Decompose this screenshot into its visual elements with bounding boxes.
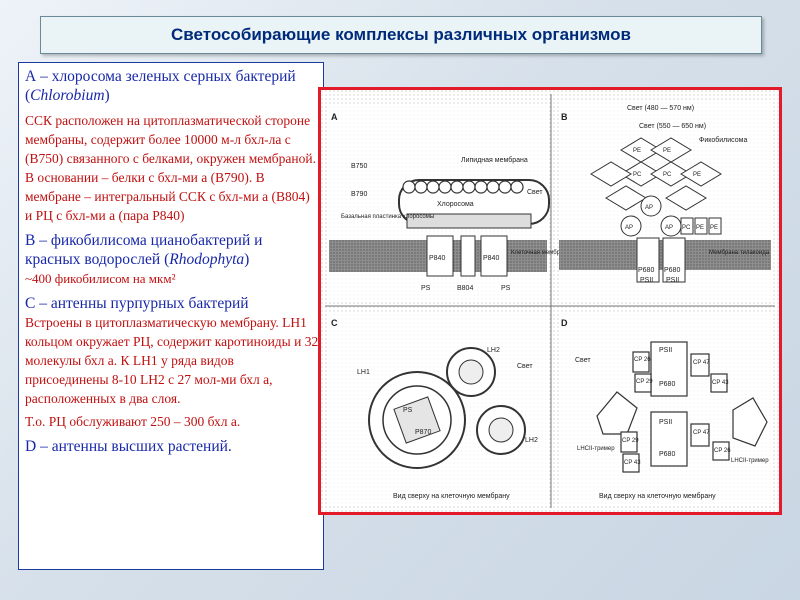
svg-text:PE: PE <box>710 225 718 231</box>
section-b-note: ~400 фикобилисом на мкм² <box>25 271 176 286</box>
svg-text:PS: PS <box>403 407 413 414</box>
svg-text:Свет: Свет <box>575 357 591 364</box>
section-d-heading: D – антенны высших растений. <box>25 438 232 455</box>
section-c-tail: Т.о. РЦ обслуживают 250 – 300 бхл а. <box>25 414 241 429</box>
slide-title: Светособирающие комплексы различных орга… <box>170 25 631 44</box>
label-light-480: Свет (480 — 570 нм) <box>627 105 694 112</box>
label-p840-right: P840 <box>483 255 499 262</box>
label-chlorosome: Хлоросома <box>437 201 474 208</box>
svg-text:PE: PE <box>663 148 671 154</box>
panel-a: A B750 Липидная мембрана Свет B790 Хлоро… <box>329 106 571 302</box>
svg-text:LHCII-тример: LHCII-тример <box>731 458 769 464</box>
svg-text:CP 43: CP 43 <box>624 460 641 466</box>
svg-text:PSII: PSII <box>666 277 679 284</box>
svg-text:PE: PE <box>693 172 701 178</box>
label-lipid-membrane: Липидная мембрана <box>461 156 528 164</box>
section-b: В – фикобилисома цианобактерий и красных… <box>25 231 319 288</box>
svg-text:CP 47: CP 47 <box>693 360 710 366</box>
svg-text:PC: PC <box>633 172 642 178</box>
label-ps-right: PS <box>501 285 511 292</box>
label-baseplate: Базальная пластинка хлоросомы <box>341 214 434 220</box>
label-cell-membrane: Клеточная мембрана <box>511 250 571 256</box>
slide-title-box: Светособирающие комплексы различных орга… <box>40 16 762 54</box>
light-harvesting-figure: A B750 Липидная мембрана Свет B790 Хлоро… <box>321 90 779 512</box>
svg-text:CP 26: CP 26 <box>634 357 651 363</box>
svg-text:AP: AP <box>645 205 653 211</box>
section-a-body: ССК расположен на цитоплазматической сто… <box>25 113 316 223</box>
svg-text:PC: PC <box>663 172 672 178</box>
svg-text:CP 47: CP 47 <box>693 430 710 436</box>
svg-text:AP: AP <box>665 225 673 231</box>
svg-text:PC: PC <box>682 225 691 231</box>
section-c: С – антенны пурпурных бактерий Встроены … <box>25 294 319 431</box>
section-b-heading: В – фикобилисома цианобактерий и красных… <box>25 232 263 268</box>
panel-c-letter: C <box>331 318 338 328</box>
svg-text:PE: PE <box>696 225 704 231</box>
label-b750: B750 <box>351 163 367 170</box>
svg-text:Вид сверху на клеточную мембра: Вид сверху на клеточную мембрану <box>393 492 510 500</box>
svg-text:LHCII-тример: LHCII-тример <box>577 446 615 452</box>
panel-b: B Свет (480 — 570 нм) Свет (550 — 650 нм… <box>559 100 771 300</box>
svg-text:P680: P680 <box>638 267 654 274</box>
text-panel: А – хлоросома зеленых серных бактерий (C… <box>18 62 324 570</box>
panel-d: D PSII Свет CP 26 CP 29 CP 47 CP 43 P680… <box>559 314 771 504</box>
svg-text:PSII: PSII <box>659 419 672 426</box>
svg-text:AP: AP <box>625 225 633 231</box>
svg-text:PSII: PSII <box>640 277 653 284</box>
label-b804: B804 <box>457 285 473 292</box>
svg-text:P870: P870 <box>415 429 431 436</box>
svg-text:CP 29: CP 29 <box>636 379 653 385</box>
section-c-body: Встроены в цитоплазматическую мембрану. … <box>25 315 319 406</box>
svg-text:PSII: PSII <box>659 347 672 354</box>
label-thylakoid-membrane: Мембрана тилакоида <box>709 250 770 256</box>
label-b790: B790 <box>351 191 367 198</box>
svg-text:Свет: Свет <box>517 363 533 370</box>
label-light: Свет <box>527 189 543 196</box>
svg-text:LH2: LH2 <box>525 437 538 444</box>
panel-d-letter: D <box>561 318 568 328</box>
svg-text:Вид сверху на клеточную мембра: Вид сверху на клеточную мембрану <box>599 492 716 500</box>
label-ps-left: PS <box>421 285 431 292</box>
svg-text:CP 43: CP 43 <box>712 380 729 386</box>
svg-text:P680: P680 <box>659 381 675 388</box>
svg-text:CP 29: CP 29 <box>622 438 639 444</box>
label-phycobilisome: Фикобилисома <box>699 136 747 144</box>
panel-b-letter: B <box>561 112 568 122</box>
panel-c: C LH2 Свет LH1 PS P870 LH2 Вид сверху на… <box>329 314 547 504</box>
svg-text:LH1: LH1 <box>357 369 370 376</box>
svg-text:LH2: LH2 <box>487 347 500 354</box>
svg-text:PE: PE <box>633 148 641 154</box>
svg-text:CP 26: CP 26 <box>714 448 731 454</box>
svg-text:P680: P680 <box>664 267 680 274</box>
label-light-550: Свет (550 — 650 нм) <box>639 123 706 130</box>
label-p840-left: P840 <box>429 255 445 262</box>
panel-a-letter: A <box>331 112 338 122</box>
section-c-heading: С – антенны пурпурных бактерий <box>25 295 249 312</box>
figure-frame: A B750 Липидная мембрана Свет B790 Хлоро… <box>318 87 782 515</box>
svg-text:P680: P680 <box>659 451 675 458</box>
section-a-heading: А – хлоросома зеленых серных бактерий (C… <box>25 68 296 104</box>
